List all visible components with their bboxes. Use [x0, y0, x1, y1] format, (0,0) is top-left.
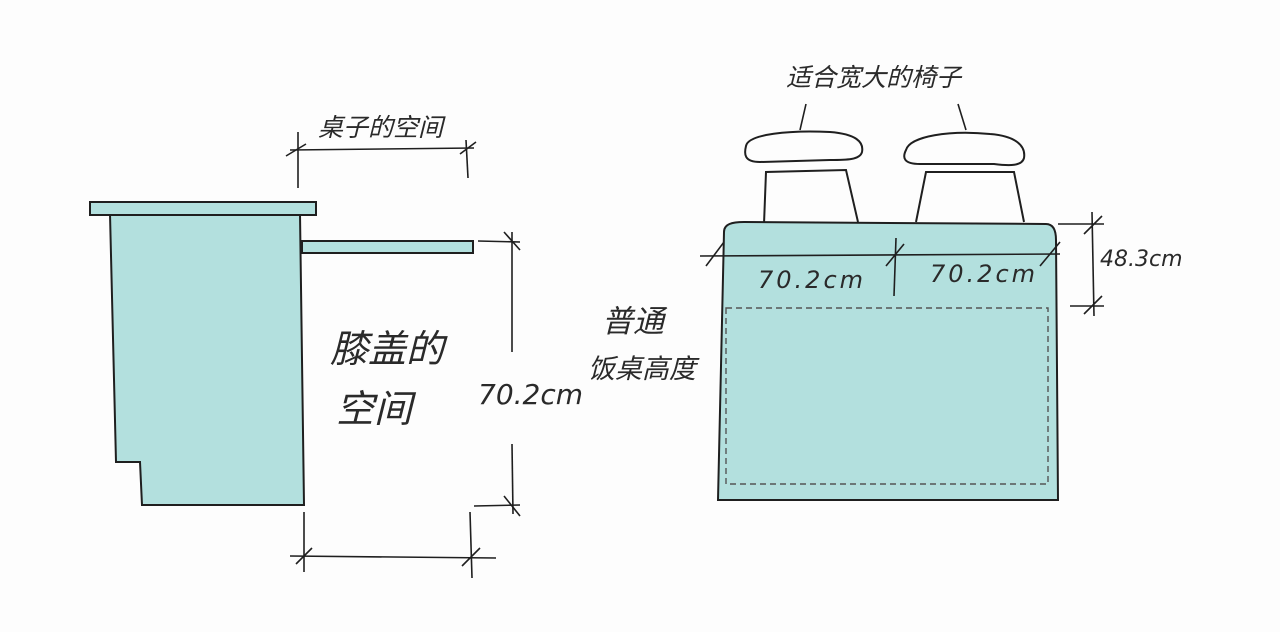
cabinet-top-slab — [89, 201, 317, 216]
table-width-dimension — [699, 237, 1061, 297]
chair-left — [744, 130, 864, 225]
chair-right-back — [903, 131, 1026, 167]
desk-space-dimension — [285, 132, 477, 188]
table-inner-panel — [725, 307, 1049, 485]
chair-left-legs — [763, 168, 859, 225]
top-depth-label: 48.3cm — [1100, 247, 1183, 272]
chairs-leader-lines — [799, 103, 967, 131]
chair-right-legs — [915, 171, 1025, 223]
chair-left-back — [744, 130, 864, 164]
extended-desk-board — [301, 240, 474, 254]
chair-right — [903, 131, 1026, 223]
side-view: 桌子的空间 膝盖的 空间 70.2cm — [89, 113, 583, 579]
height-dimension — [473, 231, 521, 517]
desk-space-label: 桌子的空间 — [318, 113, 446, 142]
cabinet-body — [108, 213, 306, 506]
knee-space-label-line2: 空间 — [336, 387, 417, 431]
knee-depth-dimension — [289, 511, 497, 579]
width-right-label: 70.2cm — [930, 260, 1038, 288]
top-depth-dimension — [1058, 211, 1104, 317]
chairs-label: 适合宽大的椅子 — [786, 63, 963, 92]
table-label-line1: 普通 — [602, 304, 668, 340]
front-view: 适合宽大的椅子 70.2cm 70.2cm 48.3cm 普通 饭桌高度 — [588, 63, 1183, 501]
height-label: 70.2cm — [478, 378, 583, 411]
knee-space-label-line1: 膝盖的 — [330, 327, 448, 371]
width-left-label: 70.2cm — [758, 266, 866, 294]
table-label-line2: 饭桌高度 — [588, 354, 700, 385]
table-body — [716, 220, 1060, 501]
